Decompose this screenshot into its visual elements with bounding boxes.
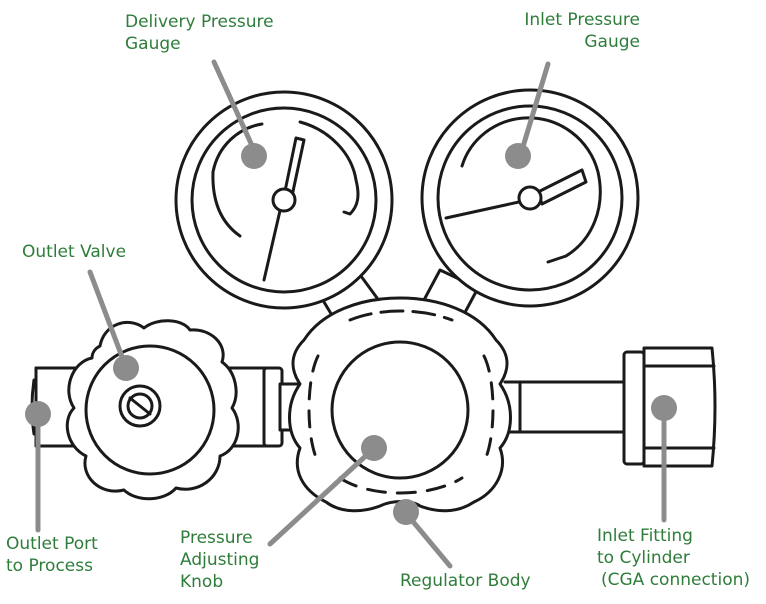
adjusting-knob-label-line3: Knob — [180, 572, 224, 592]
regulator-body-label-line1: Regulator Body — [400, 571, 531, 591]
inlet-gauge — [420, 88, 640, 308]
inlet-gauge-dot — [505, 143, 531, 169]
regulator-body-label: Regulator Body — [400, 570, 531, 592]
adjusting-knob-dot — [361, 435, 387, 461]
inlet-gauge-label-line2: Gauge — [584, 32, 640, 52]
outlet-port-label-line1: Outlet Port — [6, 534, 98, 554]
inlet-fitting-dot — [651, 395, 677, 421]
inlet-gauge-label-line1: Inlet Pressure — [524, 10, 640, 30]
outlet-valve-handwheel — [65, 319, 240, 501]
outlet-valve-dot — [113, 355, 139, 381]
outlet-port-label-line2: to Process — [6, 556, 93, 576]
delivery-gauge-label: Delivery Pressure Gauge — [125, 11, 274, 55]
inlet-fitting-label-line2: to Cylinder — [597, 548, 690, 568]
outlet-port-dot — [25, 401, 51, 427]
outlet-port-pipe — [30, 366, 284, 448]
adjusting-knob-label-line2: Adjusting — [180, 550, 260, 570]
regulator-body-leader — [407, 515, 453, 569]
inlet-fitting-label-line1: Inlet Fitting — [597, 526, 693, 546]
adjusting-knob-label-line1: Pressure — [180, 528, 253, 548]
inlet-fitting-label: Inlet Fitting to Cylinder (CGA connectio… — [597, 525, 750, 591]
outlet-valve-leader — [87, 269, 127, 365]
delivery-gauge-dot — [241, 143, 267, 169]
inlet-pipe — [503, 380, 628, 434]
adjusting-knob-leader — [267, 449, 373, 547]
adjusting-knob — [330, 340, 470, 480]
delivery-gauge-label-line1: Delivery Pressure — [125, 12, 274, 32]
outlet-valve-label: Outlet Valve — [22, 241, 126, 263]
outlet-valve-label-line1: Outlet Valve — [22, 242, 127, 262]
inlet-fitting-label-line3: (CGA connection) — [601, 570, 751, 590]
inlet-gauge-leader — [519, 61, 551, 153]
leader-lines — [25, 59, 677, 569]
delivery-gauge-label-line2: Gauge — [125, 34, 181, 54]
adjusting-knob-label: Pressure Adjusting Knob — [180, 527, 259, 593]
outlet-port-label: Outlet Port to Process — [6, 533, 98, 577]
delivery-gauge — [174, 90, 394, 310]
delivery-gauge-leader — [211, 59, 257, 153]
regulator-body-dot — [393, 499, 419, 525]
inlet-gauge-label: Inlet Pressure Gauge — [500, 9, 640, 53]
